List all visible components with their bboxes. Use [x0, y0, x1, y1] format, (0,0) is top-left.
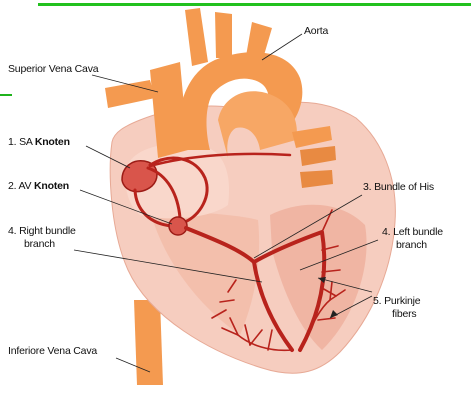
label-bundle-of-his: 3. Bundle of His — [363, 181, 434, 193]
label-sa-prefix: 1. SA — [8, 136, 35, 148]
label-inferior-vena-cava: Inferiore Vena Cava — [8, 345, 97, 357]
svc-branch — [105, 80, 155, 108]
label-right-bundle-line2: branch — [24, 238, 55, 250]
label-av-knoten: 2. AV Knoten — [8, 180, 69, 192]
aortic-branch-2 — [215, 12, 232, 58]
label-av-bold: Knoten — [34, 180, 69, 192]
inferior-vena-cava — [134, 300, 163, 385]
label-aorta: Aorta — [304, 25, 328, 37]
label-left-bundle-line2: branch — [396, 239, 427, 251]
label-sa-knoten: 1. SA Knoten — [8, 136, 70, 148]
aortic-branch-1 — [185, 8, 208, 66]
label-superior-vena-cava: Superior Vena Cava — [8, 63, 98, 75]
label-right-bundle-line1: 4. Right bundle — [8, 225, 76, 237]
label-purkinje-line2: fibers — [392, 308, 416, 320]
label-av-prefix: 2. AV — [8, 180, 34, 192]
av-node — [169, 217, 187, 235]
label-purkinje-line1: 5. Purkinje — [373, 295, 420, 307]
label-left-bundle-line1: 4. Left bundle — [382, 226, 443, 238]
label-sa-bold: Knoten — [35, 136, 70, 148]
